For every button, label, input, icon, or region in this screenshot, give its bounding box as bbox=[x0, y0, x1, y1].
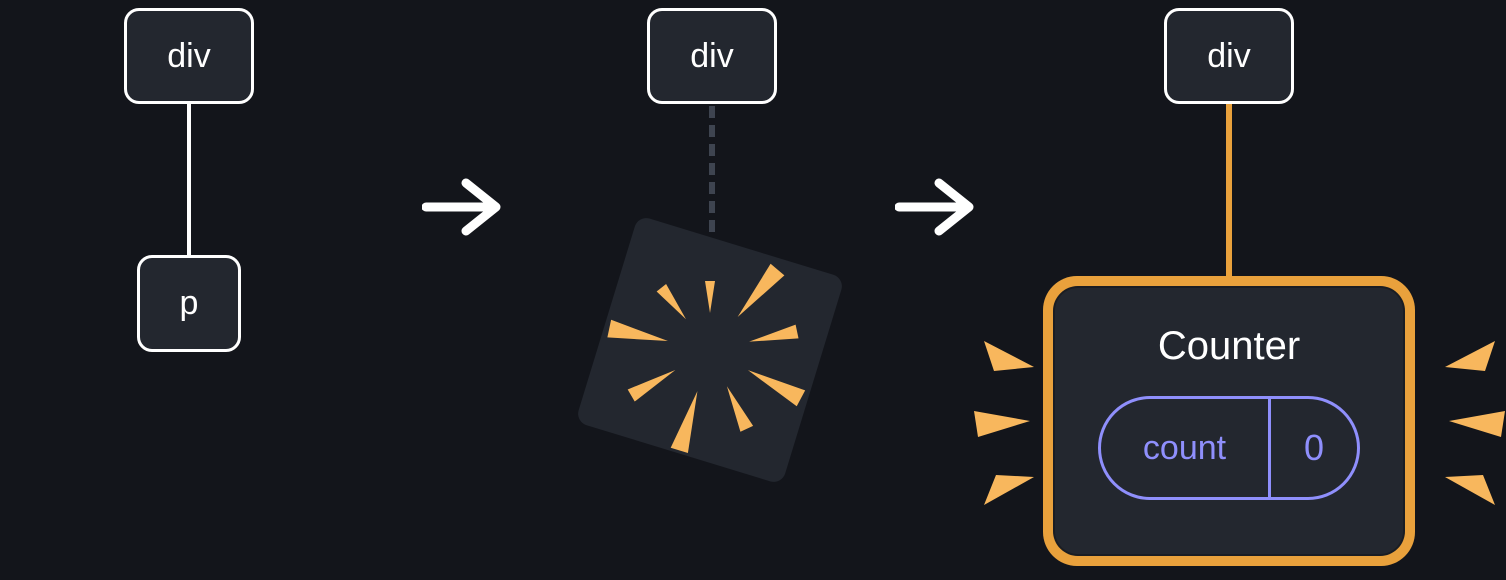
step2-dashed-edge bbox=[709, 106, 715, 232]
counter-component-card: Counter count 0 bbox=[1043, 276, 1415, 566]
component-title: Counter bbox=[1157, 324, 1301, 368]
step2-parent-label: div bbox=[690, 36, 734, 75]
state-pill-divider bbox=[1268, 399, 1271, 497]
spark-wedge bbox=[984, 341, 1034, 371]
spark-wedge bbox=[1445, 475, 1495, 505]
state-pill: count 0 bbox=[1098, 396, 1360, 500]
step1-child-node: p bbox=[137, 255, 241, 352]
arrow-head bbox=[934, 178, 974, 236]
step2-parent-node: div bbox=[647, 8, 777, 104]
poof-explosion-icon bbox=[578, 218, 842, 482]
arrow-right-icon bbox=[422, 178, 501, 236]
spark-wedge bbox=[1449, 411, 1505, 437]
step1-edge bbox=[187, 102, 191, 257]
poof-sparks bbox=[607, 263, 806, 454]
step3-parent-node: div bbox=[1164, 8, 1294, 104]
step3-edge bbox=[1226, 104, 1232, 284]
step3-parent-label: div bbox=[1207, 36, 1251, 75]
poof-square bbox=[578, 218, 842, 482]
spark-icon bbox=[1445, 341, 1505, 505]
spark-wedge bbox=[984, 475, 1034, 505]
arrow-head bbox=[461, 178, 501, 236]
step1-child-label: p bbox=[179, 284, 199, 322]
counter-component-panel: Counter count 0 bbox=[1053, 286, 1405, 556]
arrow-right-icon bbox=[895, 178, 974, 236]
step1-parent-label: div bbox=[167, 36, 211, 75]
spark-wedge bbox=[974, 411, 1030, 437]
step1-parent-node: div bbox=[124, 8, 254, 104]
spark-wedge bbox=[1445, 341, 1495, 371]
spark-icon bbox=[974, 341, 1034, 505]
state-value: 0 bbox=[1303, 427, 1325, 468]
state-key: count bbox=[1142, 428, 1227, 467]
